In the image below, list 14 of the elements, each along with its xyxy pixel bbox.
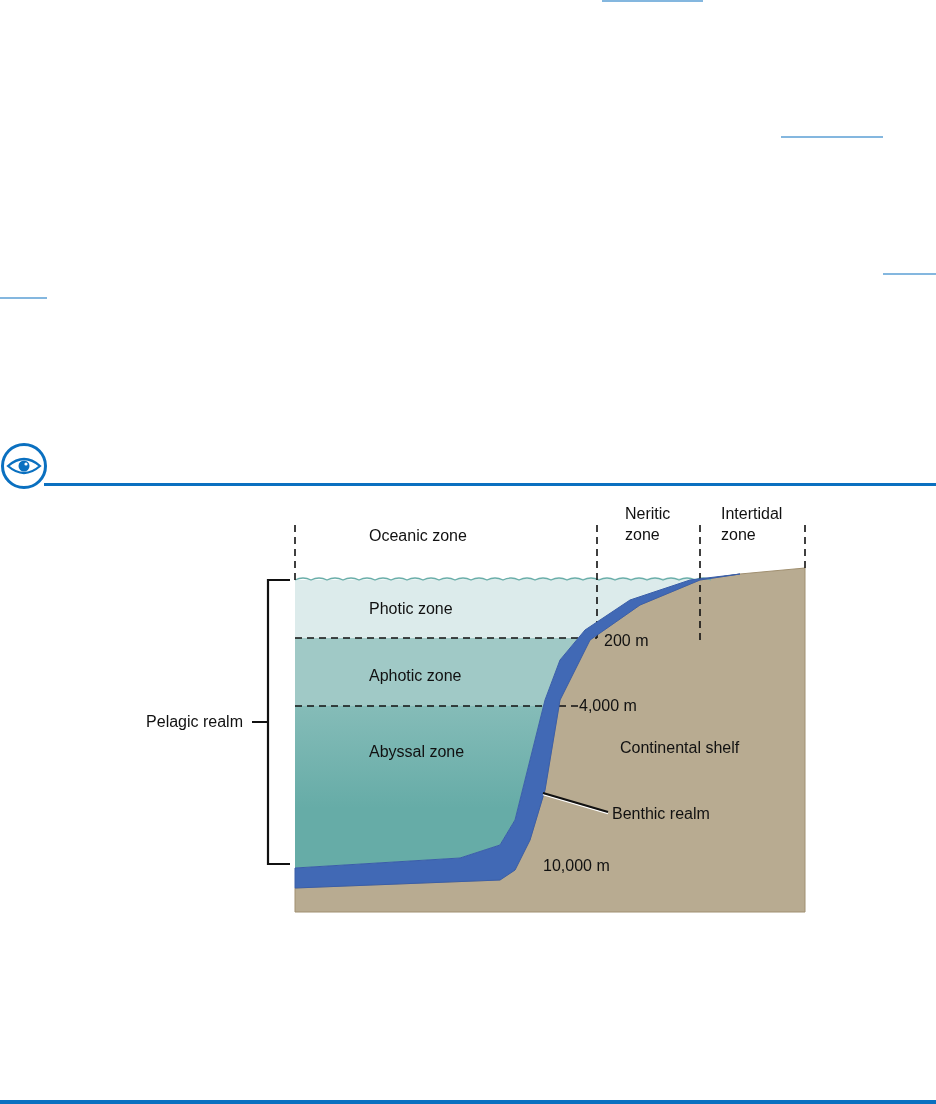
depth-label: 4,000 m xyxy=(579,696,637,716)
depth-label: 10,000 m xyxy=(543,856,610,876)
zone-label: Intertidal zone xyxy=(721,504,784,545)
benthic-layer xyxy=(294,573,741,889)
zone-label: Neritic zone xyxy=(625,504,672,545)
zone-label: Oceanic zone xyxy=(369,526,467,546)
zone-label: Photic zone xyxy=(369,599,453,619)
leader-line xyxy=(542,791,609,815)
shelf-label: Continental shelf xyxy=(620,738,740,758)
depth-label: 200 m xyxy=(604,631,649,651)
zone-label: Aphotic zone xyxy=(369,666,462,686)
realm-label: Pelagic realm xyxy=(146,712,243,732)
zone-label: Abyssal zone xyxy=(369,742,465,762)
realm-label: Benthic realm xyxy=(612,803,710,824)
